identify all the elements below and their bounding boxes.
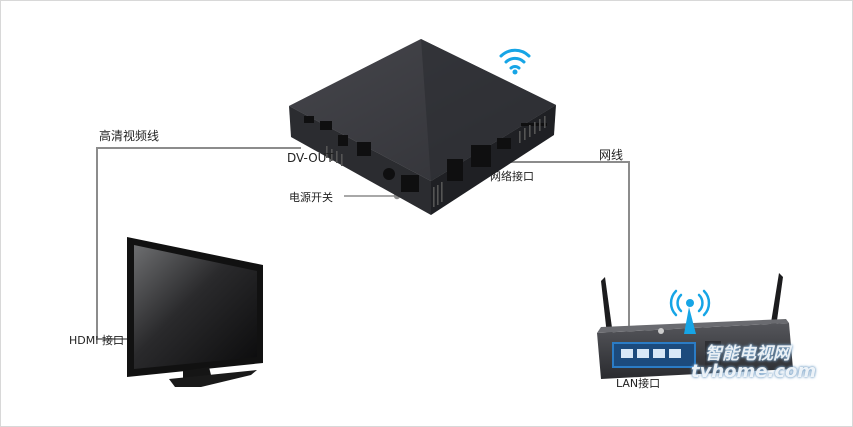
hdmi-port-label: HDMI 接口 <box>69 334 124 347</box>
watermark-en: tvhome.com <box>691 361 817 382</box>
vent-holes <box>326 116 546 207</box>
power-switch-leader <box>344 192 401 200</box>
dv-out-label: DV-OUT <box>287 151 334 165</box>
watermark-cn: 智能电视网 <box>705 344 790 364</box>
router <box>597 273 793 379</box>
network-cable-label: 网线 <box>599 148 624 162</box>
hdmi-cable <box>96 147 301 340</box>
network-port-label: 网络接口 <box>490 170 534 183</box>
network-cable <box>489 161 630 331</box>
lan-port-label: LAN接口 <box>616 377 661 390</box>
wifi-icon <box>499 48 531 75</box>
power-switch-label: 电源开关 <box>289 191 333 204</box>
broadcast-icon <box>669 289 711 334</box>
tv-monitor <box>127 237 263 387</box>
set-top-box <box>289 39 556 215</box>
hd-cable-label: 高清视频线 <box>99 129 160 143</box>
